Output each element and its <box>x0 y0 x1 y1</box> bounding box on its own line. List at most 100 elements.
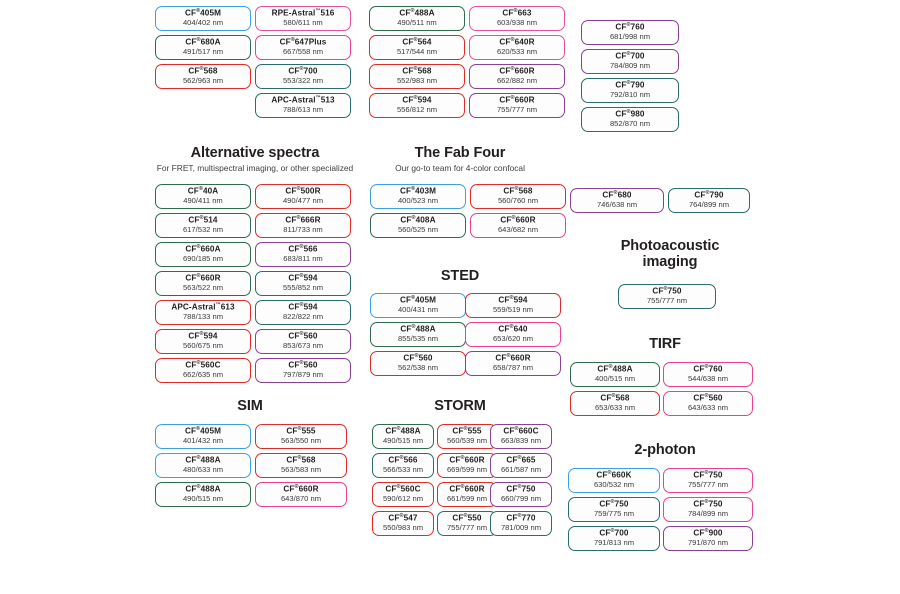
dye-spectra-values: 781/009 nm <box>500 523 542 533</box>
dye-name: APC-Astral™613 <box>171 301 235 312</box>
dye-name: CF®647Plus <box>279 36 327 47</box>
dye-spectra-values: 400/523 nm <box>397 196 439 206</box>
registered-mark-icon: ® <box>460 483 465 490</box>
dye-name: CF®568 <box>188 65 218 76</box>
dye-name: CF®408A <box>400 214 436 225</box>
registered-mark-icon: ® <box>299 359 304 366</box>
registered-mark-icon: ® <box>626 79 631 86</box>
registered-mark-icon: ® <box>294 483 299 490</box>
dye-name: CF®594 <box>188 330 218 341</box>
dye-spectra-values: 553/322 nm <box>282 76 324 86</box>
registered-mark-icon: ® <box>517 483 522 490</box>
registered-mark-icon: ® <box>290 36 295 43</box>
dye-spectra-values: 562/538 nm <box>397 363 439 373</box>
dye-spectra-values: 855/535 nm <box>397 334 439 344</box>
dye-name: CF®488A <box>399 7 435 18</box>
registered-mark-icon: ® <box>463 512 468 519</box>
dye-name: CF®660R <box>499 65 535 76</box>
dye-name: RPE-Astral™516 <box>271 7 335 18</box>
dye-name: CF®500R <box>285 185 321 196</box>
registered-mark-icon: ® <box>610 498 615 505</box>
